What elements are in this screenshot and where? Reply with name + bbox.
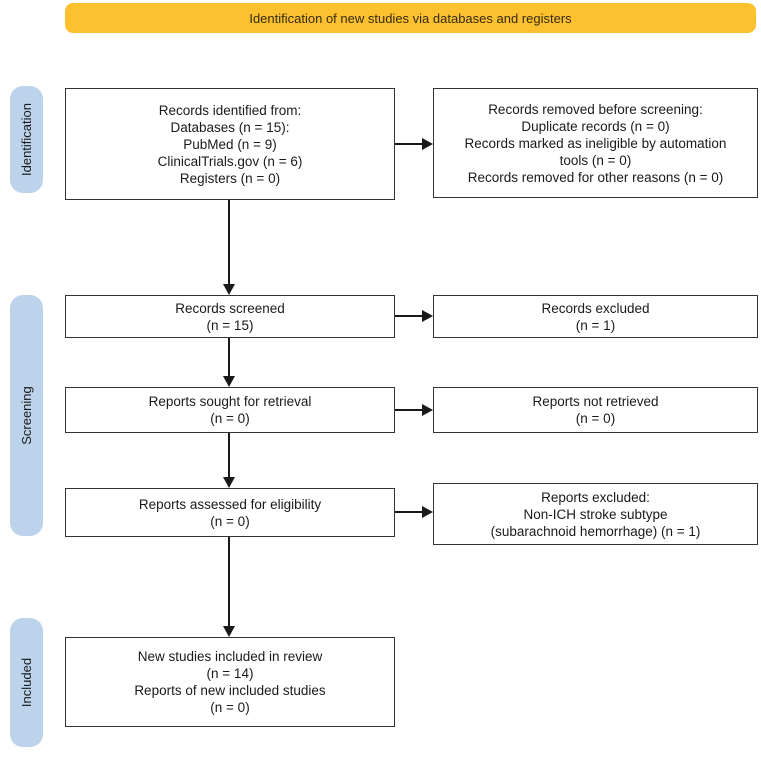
arrow-shaft (228, 537, 230, 626)
text-line: Databases (n = 15): (170, 119, 290, 135)
arrow-shaft (395, 511, 422, 513)
text-line: tools (n = 0) (559, 152, 632, 168)
stage-identification: Identification (10, 86, 43, 193)
arrow-shaft (228, 433, 230, 477)
box-records-screened: Records screened(n = 15) (65, 295, 395, 338)
arrow-shaft (228, 338, 230, 376)
box-reports-not-retrieved: Reports not retrieved (n = 0) (433, 387, 758, 433)
text-line: (n = 1) (575, 317, 616, 333)
text-line: Records removed for other reasons (n = 0… (467, 169, 724, 185)
banner-databases-registers: Identification of new studies via databa… (65, 3, 756, 33)
text-line: (n = 0) (575, 411, 616, 426)
arrow-down-head-icon (223, 376, 235, 387)
banner-label: Identification of new studies via databa… (249, 10, 572, 26)
stage-included: Included (10, 618, 43, 747)
stage-screening: Screening (10, 295, 43, 536)
text-line: Reports assessed for eligibility (138, 496, 322, 512)
box-new-studies-included: New studies included in review (n = 14) Re… (65, 637, 395, 727)
arrow-shaft (395, 315, 422, 317)
arrow-right-head-icon (422, 506, 433, 518)
text-line: PubMed (n = 9) (183, 136, 277, 152)
text-line: (n = 15) (206, 317, 254, 333)
arrow-shaft (395, 409, 422, 411)
text-line: New studies included in review (137, 649, 323, 664)
stage-screening-label: Screening (19, 386, 35, 445)
stage-identification-label: Identification (19, 103, 34, 176)
text-line: (subarachnoid hemorrhage) (n = 1) (490, 523, 701, 539)
arrow-down-head-icon (223, 284, 235, 295)
text-line: Reports of new included studies (134, 683, 326, 698)
box-records-identified: Records identified from:Databases (n = 1… (65, 88, 395, 200)
arrow-shaft (395, 143, 422, 145)
arrow-right-head-icon (422, 138, 433, 150)
stage-included-label: Included (19, 657, 34, 708)
text-line: Reports sought for retrieval (148, 394, 312, 409)
arrow-right-head-icon (422, 310, 433, 322)
text-line: Records marked as ineligible by automati… (464, 135, 727, 151)
text-line: Reports excluded: (541, 489, 650, 505)
text-line: (n = 14) (206, 666, 254, 681)
box-reports-assessed: Reports assessed for eligibility(n = 0) (65, 488, 395, 537)
box-reports-sought: Reports sought for retrieval (n = 0) (65, 387, 395, 433)
arrow-down-head-icon (223, 626, 235, 637)
text-line: Non-ICH stroke subtype (523, 506, 668, 522)
text-line: Duplicate records (n = 0) (521, 118, 670, 134)
text-line: (n = 0) (210, 700, 250, 715)
text-line: Records screened (175, 300, 285, 316)
arrow-shaft (228, 200, 230, 284)
text-line: Registers (n = 0) (179, 170, 281, 186)
text-line: (n = 0) (210, 513, 250, 529)
text-line: Reports not retrieved (532, 394, 659, 409)
text-line: Records excluded (541, 300, 650, 316)
box-records-removed: Records removed before screening:Duplica… (433, 88, 758, 198)
text-line: Records identified from: (158, 102, 302, 118)
box-reports-excluded: Reports excluded:Non-ICH stroke subtype(… (433, 483, 758, 545)
box-records-excluded: Records excluded(n = 1) (433, 295, 758, 338)
text-line: Records removed before screening: (488, 101, 703, 117)
text-line: (n = 0) (210, 411, 250, 426)
text-line: ClinicalTrials.gov (n = 6) (157, 153, 303, 169)
arrow-down-head-icon (223, 477, 235, 488)
arrow-right-head-icon (422, 404, 433, 416)
